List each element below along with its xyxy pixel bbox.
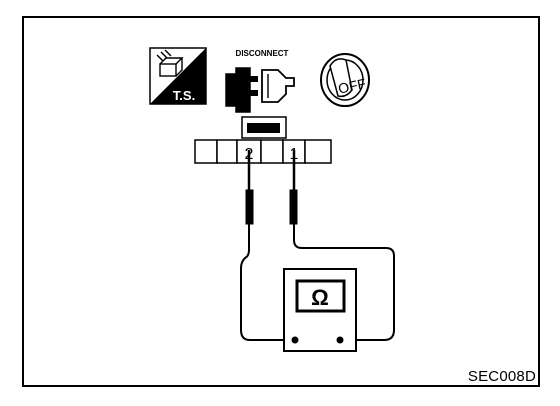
ignition-off-label: OFF	[337, 75, 368, 96]
figure-code: SEC008D	[467, 368, 536, 385]
ohm-symbol: Ω	[311, 285, 329, 310]
meter-terminal-right	[336, 336, 344, 344]
ohmmeter: Ω	[283, 268, 357, 352]
ohmmeter-display	[295, 279, 346, 313]
ignition-off-icon: OFF	[320, 53, 370, 107]
meter-terminal-left	[291, 336, 299, 344]
connector: 2 1	[194, 116, 332, 164]
disconnect-icon: DISCONNECT	[225, 49, 295, 113]
test-symbol-label: T.S.	[173, 88, 195, 103]
disconnect-label: DISCONNECT	[236, 49, 289, 58]
test-leads	[240, 150, 395, 341]
test-symbol-icon: T.S.	[149, 47, 207, 105]
